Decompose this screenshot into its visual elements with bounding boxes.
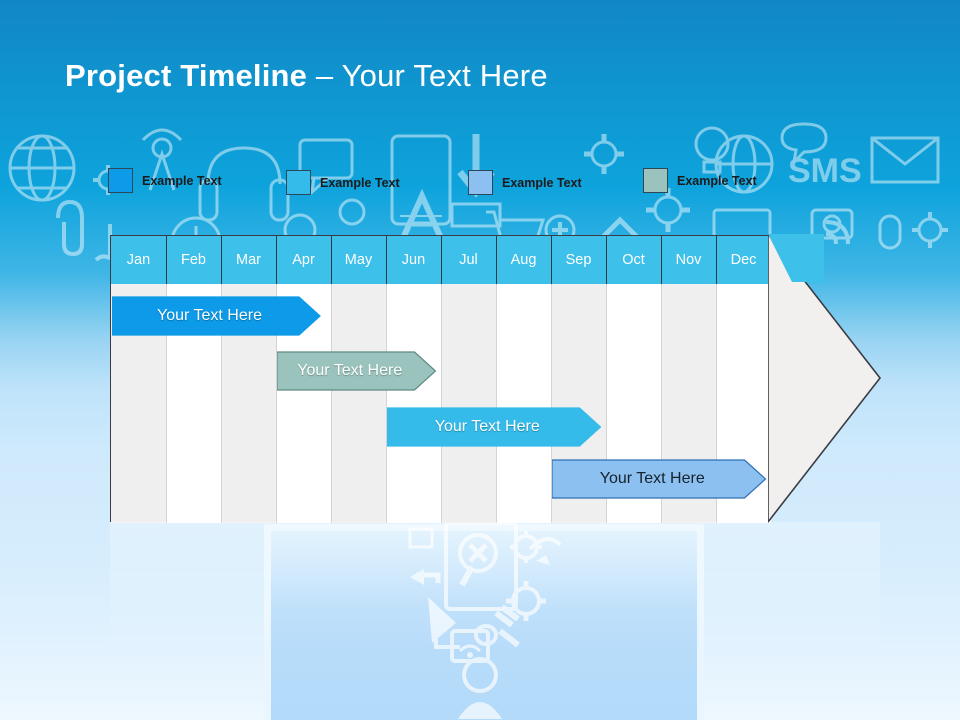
page-title-dash: – xyxy=(307,58,342,93)
month-header-separator xyxy=(606,236,608,284)
task-bar-shape xyxy=(387,407,602,447)
month-header-separator xyxy=(441,236,443,284)
legend-label-4: Example Text xyxy=(677,173,757,188)
task-bar-3[interactable]: Your Text Here xyxy=(387,407,602,447)
month-header-separator xyxy=(716,236,718,284)
legend-swatch-sage xyxy=(643,168,668,193)
month-header-separator xyxy=(386,236,388,284)
task-bar-label: Your Text Here xyxy=(434,418,540,435)
month-header-row: Jan Feb Mar Apr May Jun Jul Aug Sep Oct Nov Dec xyxy=(111,236,771,284)
month-header-jan[interactable]: Jan xyxy=(126,252,151,268)
column-separator xyxy=(496,236,497,523)
legend-label-1: Example Text xyxy=(142,173,222,188)
month-header-dec[interactable]: Dec xyxy=(730,252,757,268)
month-header-sep[interactable]: Sep xyxy=(565,252,592,268)
month-header-separator xyxy=(496,236,498,284)
timeline-arrow-head xyxy=(768,234,881,523)
task-bar-label: Your Text Here xyxy=(599,470,705,487)
month-header-feb[interactable]: Feb xyxy=(181,252,206,268)
month-header-nov[interactable]: Nov xyxy=(675,252,702,268)
task-bar-shape xyxy=(112,296,321,336)
svg-text:SMS: SMS xyxy=(788,152,862,190)
month-header-separator xyxy=(661,236,663,284)
legend-item-4[interactable]: Example Text xyxy=(643,168,757,193)
column-separator xyxy=(606,236,607,523)
task-bar-shape xyxy=(277,351,437,391)
month-header-separator xyxy=(331,236,333,284)
month-header-separator xyxy=(166,236,168,284)
month-header-separator xyxy=(221,236,223,284)
month-header-may[interactable]: May xyxy=(344,252,373,268)
task-bar-1[interactable]: Your Text Here xyxy=(112,296,321,336)
legend-item-3[interactable]: Example Text xyxy=(468,170,582,195)
legend-label-3: Example Text xyxy=(502,175,582,190)
page-title-bold: Project Timeline xyxy=(65,58,308,93)
page-title-rest: Your Text Here xyxy=(341,58,548,93)
column-separator xyxy=(441,236,442,523)
gantt-chart: Jan Feb Mar Apr May Jun Jul Aug Sep Oct Nov Dec You… xyxy=(110,234,881,523)
column-separator xyxy=(661,236,662,523)
month-header-mar[interactable]: Mar xyxy=(236,252,261,268)
legend-item-2[interactable]: Example Text xyxy=(286,170,400,195)
legend-swatch-light-blue xyxy=(468,170,493,195)
column-separator xyxy=(221,236,222,523)
column-separator xyxy=(166,236,167,523)
task-bar-4[interactable]: Your Text Here xyxy=(552,459,767,499)
legend-label-2: Example Text xyxy=(320,175,400,190)
month-header-separator xyxy=(276,236,278,284)
month-header-jul[interactable]: Jul xyxy=(459,252,478,268)
month-header-separator xyxy=(551,236,553,284)
legend-swatch-sky xyxy=(286,170,311,195)
legend-item-1[interactable]: Example Text xyxy=(108,168,222,193)
month-header-oct[interactable]: Oct xyxy=(622,252,645,268)
task-bar-label: Your Text Here xyxy=(297,362,403,379)
month-header-jun[interactable]: Jun xyxy=(401,252,426,268)
month-header-aug[interactable]: Aug xyxy=(510,252,537,268)
page-title: Project Timeline – Your Text Here xyxy=(65,58,548,94)
legend-swatch-blue xyxy=(108,168,133,193)
month-header-apr[interactable]: Apr xyxy=(292,252,315,268)
column-separator xyxy=(716,236,717,523)
column-separator xyxy=(551,236,552,523)
task-bar-label: Your Text Here xyxy=(157,307,262,324)
legend: Example Text Example Text Example Text E… xyxy=(108,166,828,198)
task-bar-2[interactable]: Your Text Here xyxy=(277,351,437,391)
task-bar-shape xyxy=(552,459,767,499)
bottom-icon-cluster xyxy=(250,505,710,720)
